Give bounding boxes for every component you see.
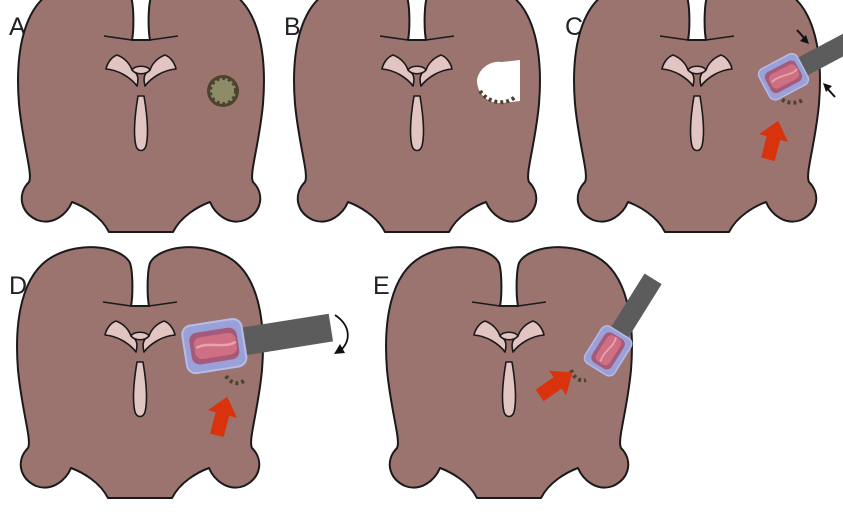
brain-cross-section-b: [294, 0, 540, 232]
brain-cross-section-a: [18, 0, 264, 232]
brain-cross-section-c: [574, 0, 820, 232]
compression-arrow-bottom: [823, 83, 835, 97]
panel-c: C: [565, 0, 843, 232]
panel-d: D: [9, 247, 348, 498]
panel-e: E: [373, 247, 668, 498]
panel-b: B: [284, 0, 540, 232]
brain-cross-section-d: [17, 247, 263, 498]
rotation-arrow: [334, 315, 348, 354]
panel-a: A: [9, 0, 264, 232]
panel-label-e: E: [373, 272, 390, 300]
tumor-lesion: [207, 75, 239, 107]
brain-cross-section-e: [386, 247, 632, 498]
